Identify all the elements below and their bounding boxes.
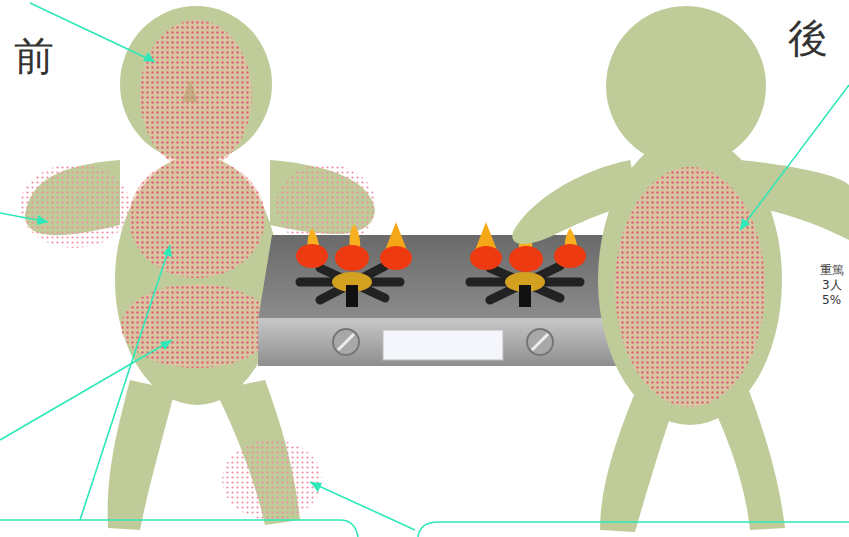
view-label: 前 <box>14 36 54 76</box>
leader-arrowheads <box>37 52 750 492</box>
back-burn-area <box>615 167 765 407</box>
leader-lines <box>0 3 849 537</box>
note-text: 重篤 <box>820 264 844 276</box>
gas-stove <box>258 235 625 366</box>
back-figure <box>512 6 849 532</box>
note-text: 3人 <box>822 279 842 291</box>
view-label: 後 <box>788 18 828 58</box>
note-text: 5% <box>822 294 841 306</box>
